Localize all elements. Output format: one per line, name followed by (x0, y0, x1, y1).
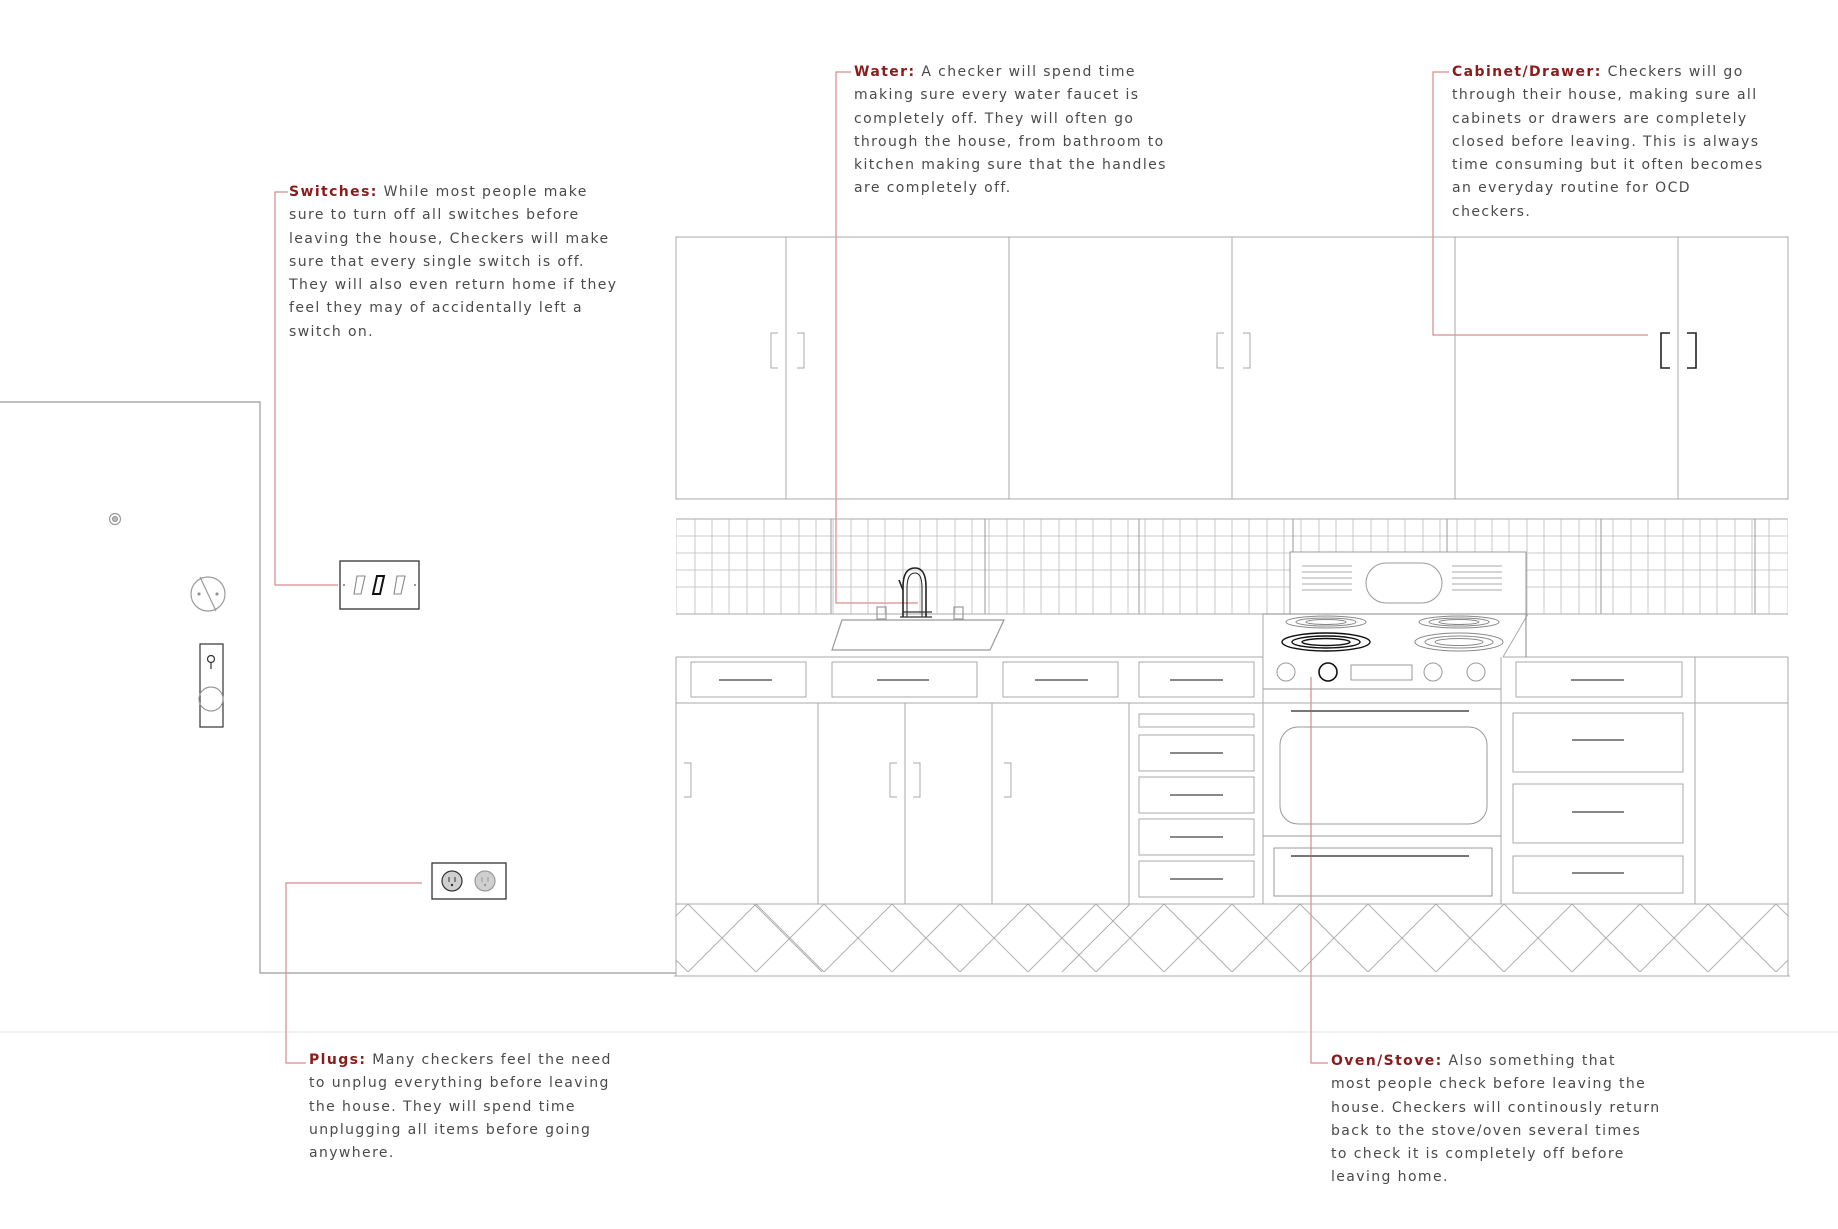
burner-on-icon (1281, 632, 1371, 652)
base-cabinets (675, 657, 1789, 905)
annotation-text: A checker will spend time making sure ev… (854, 64, 1167, 197)
leader-water (835, 71, 918, 604)
annotation-text: While most people make sure to turn off … (289, 184, 618, 340)
annotation-switches: Switches: While most people make sure to… (289, 181, 619, 344)
annotation-oven-stove: Oven/Stove: Also something that most peo… (1331, 1050, 1661, 1190)
stove-backguard (1289, 551, 1527, 615)
upper-cabinets (675, 236, 1789, 520)
annotation-label: Water: (854, 64, 916, 80)
oven-knob-icon (1276, 662, 1296, 682)
leader-cabinet (1432, 71, 1648, 336)
sink-faucet (831, 567, 1005, 651)
annotation-label: Oven/Stove: (1331, 1053, 1443, 1069)
leader-oven (1310, 677, 1328, 1064)
door-handle-icon (198, 643, 224, 728)
light-switch-icon (339, 560, 420, 610)
annotation-text: Checkers will go through their house, ma… (1452, 64, 1764, 220)
leader-lines (274, 71, 1648, 1064)
floor-tiles (676, 904, 1788, 972)
peephole-icon (108, 512, 122, 526)
burner-icon (1414, 632, 1504, 652)
annotation-cabinet-drawer: Cabinet/Drawer: Checkers will go through… (1452, 61, 1772, 224)
faucet-icon (902, 567, 927, 617)
burner-icon (1418, 615, 1500, 629)
annotation-water: Water: A checker will spend time making … (854, 61, 1194, 201)
annotation-label: Cabinet/Drawer: (1452, 64, 1602, 80)
deadbolt-knob-icon (190, 576, 226, 612)
annotation-plugs: Plugs: Many checkers feel the need to un… (309, 1049, 629, 1165)
annotation-text: Many checkers feel the need to unplug ev… (309, 1052, 612, 1162)
oven (1263, 662, 1501, 897)
burner-icon (1285, 615, 1367, 629)
cabinet-handle-icon (1216, 332, 1251, 369)
power-outlet-icon (431, 862, 507, 900)
oven-knob-icon (1466, 662, 1486, 682)
cabinet-handle-icon (1660, 332, 1697, 369)
cabinet-handle-icon (770, 332, 805, 369)
annotation-label: Plugs: (309, 1052, 367, 1068)
leader-switches (274, 191, 338, 586)
countertop (676, 613, 1788, 704)
oven-knob-on-icon (1318, 662, 1338, 682)
oven-knob-icon (1423, 662, 1443, 682)
leader-plugs (285, 882, 422, 1064)
stove-burners (1263, 613, 1527, 657)
wall-door (0, 401, 676, 974)
backsplash-tiles (676, 519, 1788, 614)
annotation-label: Switches: (289, 184, 378, 200)
annotation-text: Also something that most people check be… (1331, 1053, 1661, 1186)
